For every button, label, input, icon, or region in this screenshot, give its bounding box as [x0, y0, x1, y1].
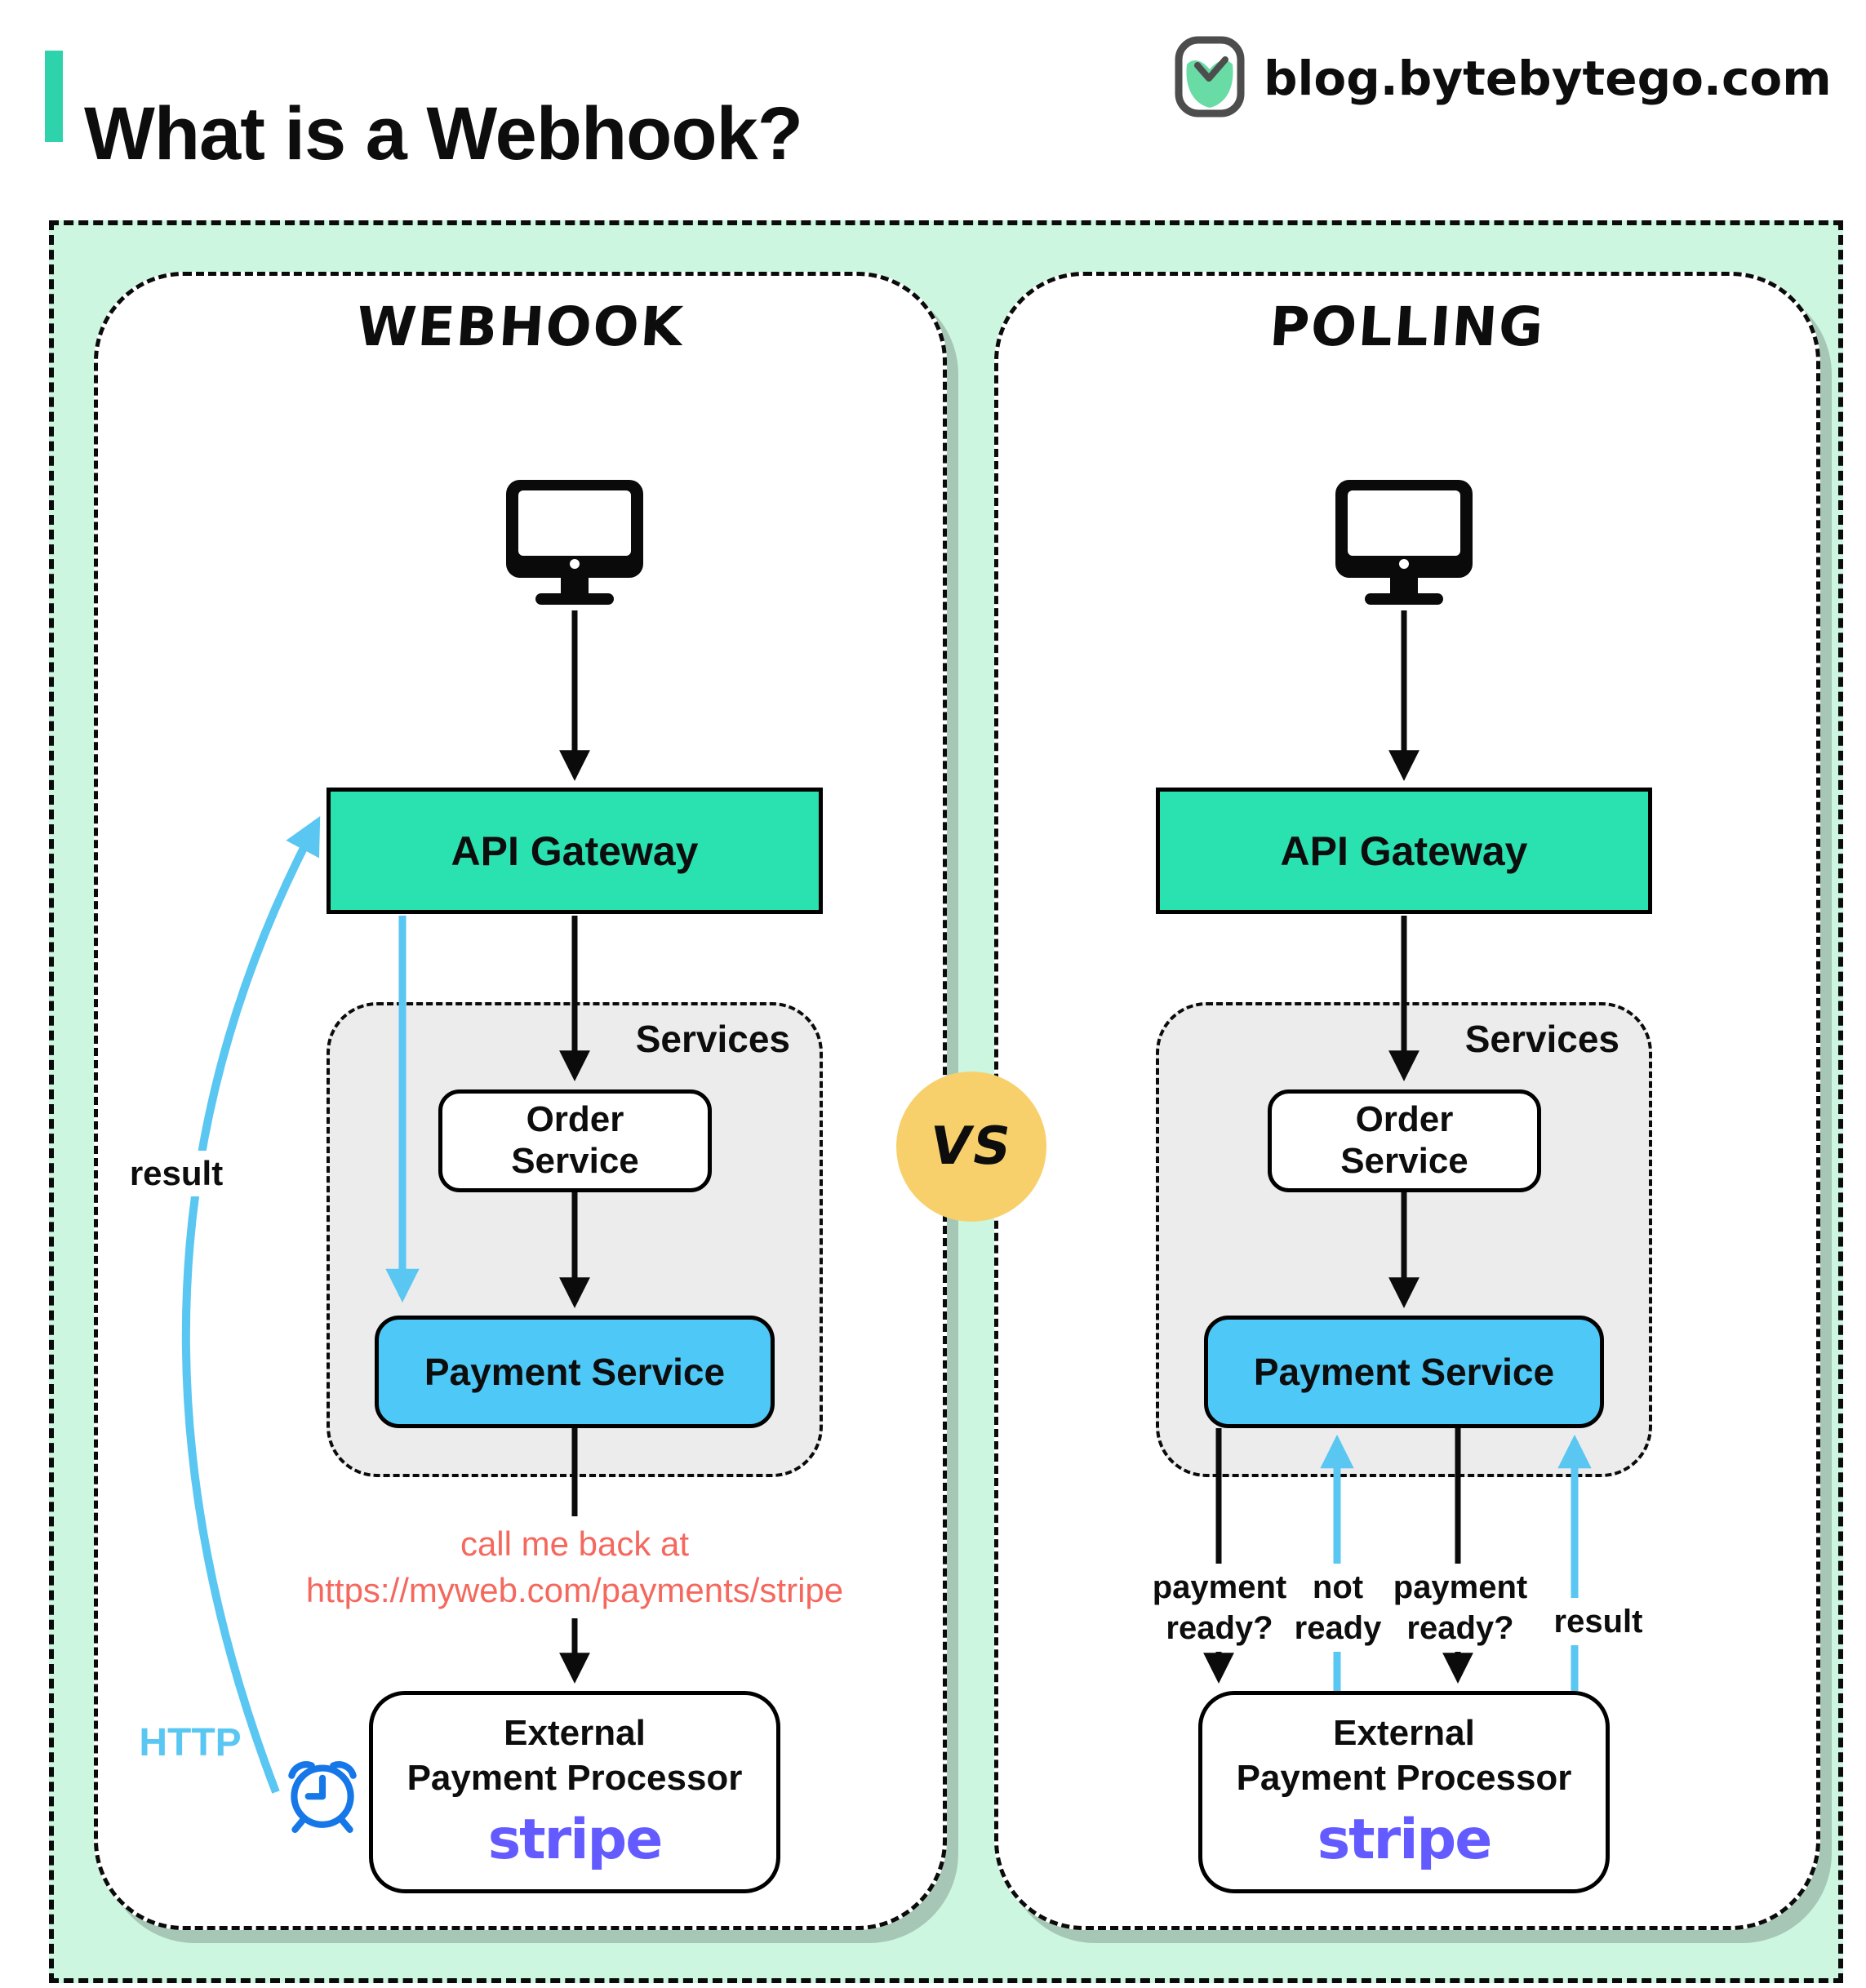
callback-url-note: call me back at https://myweb.com/paymen… [264, 1516, 885, 1619]
polling-panel-title: Polling [1268, 295, 1547, 358]
client-computer-icon [1335, 480, 1473, 605]
external-label-line1: External [504, 1712, 646, 1753]
page-title: What is a Webhook? [84, 91, 803, 175]
payment-service-label: Payment Service [424, 1351, 726, 1393]
http-label: HTTP [139, 1721, 242, 1764]
payment-ready-label-1: payment ready? [1142, 1564, 1297, 1652]
stripe-logo: stripe [1317, 1807, 1493, 1872]
payment-ready-label-2: payment ready? [1383, 1564, 1538, 1652]
api-gateway-label: API Gateway [1280, 828, 1528, 874]
result-label-polling: result [1541, 1598, 1655, 1645]
logo-green-shape [1186, 60, 1233, 108]
api-gateway-box-polling: API Gateway [1156, 788, 1652, 914]
external-label-line2: Payment Processor [407, 1757, 743, 1798]
vs-label: VS [925, 1116, 1018, 1177]
stripe-logo: stripe [487, 1807, 664, 1872]
not-ready-label: not ready [1286, 1564, 1389, 1652]
payment-service-label: Payment Service [1253, 1351, 1555, 1393]
services-group-label: Services [1464, 1018, 1619, 1060]
order-service-label: Order Service [511, 1099, 639, 1181]
payment-service-box-webhook: Payment Service [375, 1316, 775, 1428]
result-label-webhook: result [119, 1151, 233, 1196]
external-payment-processor-box-polling: External Payment Processor stripe [1198, 1691, 1610, 1893]
external-label-line2: Payment Processor [1236, 1757, 1572, 1798]
external-payment-processor-box-webhook: External Payment Processor stripe [369, 1691, 780, 1893]
vs-badge: VS [896, 1072, 1046, 1222]
alarm-clock-icon [288, 1761, 357, 1833]
title-accent-bar [45, 51, 63, 142]
order-service-label: Order Service [1340, 1099, 1468, 1181]
order-service-box-webhook: Order Service [438, 1089, 712, 1192]
logo-check-mark [1194, 56, 1228, 82]
order-service-box-polling: Order Service [1268, 1089, 1541, 1192]
webhook-panel-title: Webhook [354, 295, 686, 358]
services-group-label: Services [635, 1018, 790, 1060]
client-computer-icon [506, 480, 643, 605]
api-gateway-box-webhook: API Gateway [327, 788, 823, 914]
external-label-line1: External [1333, 1712, 1475, 1753]
bytebytego-logo-icon [1175, 36, 1245, 118]
site-url: blog.bytebytego.com [1264, 51, 1832, 106]
payment-service-box-polling: Payment Service [1204, 1316, 1604, 1428]
api-gateway-label: API Gateway [451, 828, 699, 874]
